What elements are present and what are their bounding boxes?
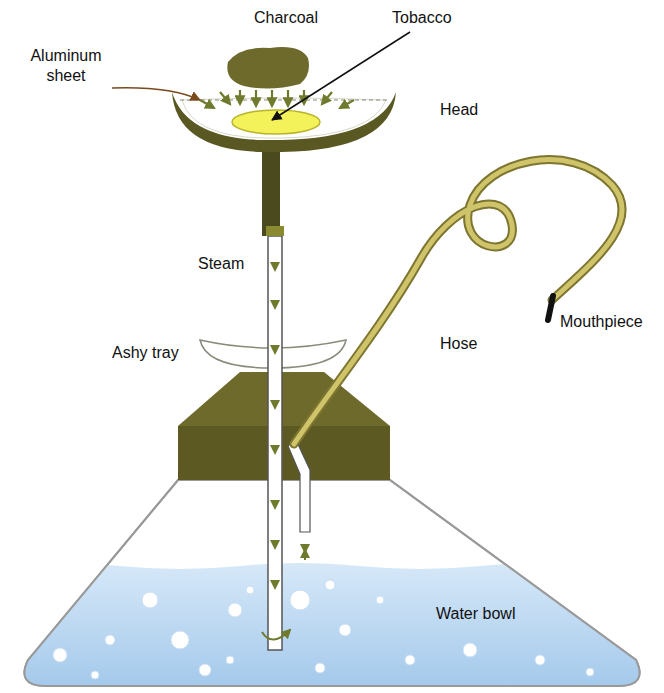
smoke-arrow <box>274 540 276 548</box>
smoke-arrow <box>274 345 276 353</box>
part-label: Ashy tray <box>112 343 179 363</box>
bubble <box>405 655 415 665</box>
bubble <box>339 624 351 636</box>
bubble <box>91 671 99 679</box>
part-label: Mouthpiece <box>560 312 643 332</box>
stem <box>262 148 284 650</box>
mouthpiece <box>548 296 553 320</box>
part-label: Water bowl <box>436 604 515 624</box>
bubble-swirl <box>262 630 290 640</box>
bubble <box>315 663 325 673</box>
bubble <box>246 586 254 594</box>
smoke-arrow <box>274 400 276 408</box>
leader-arrow <box>112 88 200 100</box>
bubble <box>199 664 211 676</box>
bubble <box>228 603 242 617</box>
bubble <box>53 648 67 662</box>
leader-arrow <box>272 32 410 120</box>
tobacco <box>232 110 320 134</box>
charcoal <box>227 47 309 88</box>
bubble <box>290 590 310 610</box>
part-label: Tobacco <box>392 8 452 28</box>
bubble <box>171 631 189 649</box>
bubble <box>586 668 594 676</box>
bubble <box>226 656 234 664</box>
smoke-arrow <box>274 500 276 508</box>
bubble <box>535 655 545 665</box>
bubble <box>463 643 477 657</box>
hose <box>294 160 622 444</box>
part-label: Hose <box>440 334 477 354</box>
part-label: Steam <box>198 254 244 274</box>
bubble <box>325 580 335 590</box>
neck <box>178 372 390 480</box>
part-label: Aluminum sheet <box>14 46 118 86</box>
smoke-arrows <box>275 262 276 588</box>
smoke-arrow <box>274 580 276 588</box>
smoke-arrow <box>274 300 276 308</box>
bubble <box>376 596 384 604</box>
smoke-arrow <box>274 262 276 270</box>
aluminum-sheet <box>180 99 388 100</box>
smoke-arrow <box>274 445 276 453</box>
bubble <box>142 592 158 608</box>
bubble <box>105 635 115 645</box>
hose-tube <box>288 440 310 560</box>
head-bowl <box>172 90 396 152</box>
part-label: Charcoal <box>254 8 318 28</box>
part-label: Head <box>440 100 478 120</box>
water-bowl <box>0 480 664 693</box>
